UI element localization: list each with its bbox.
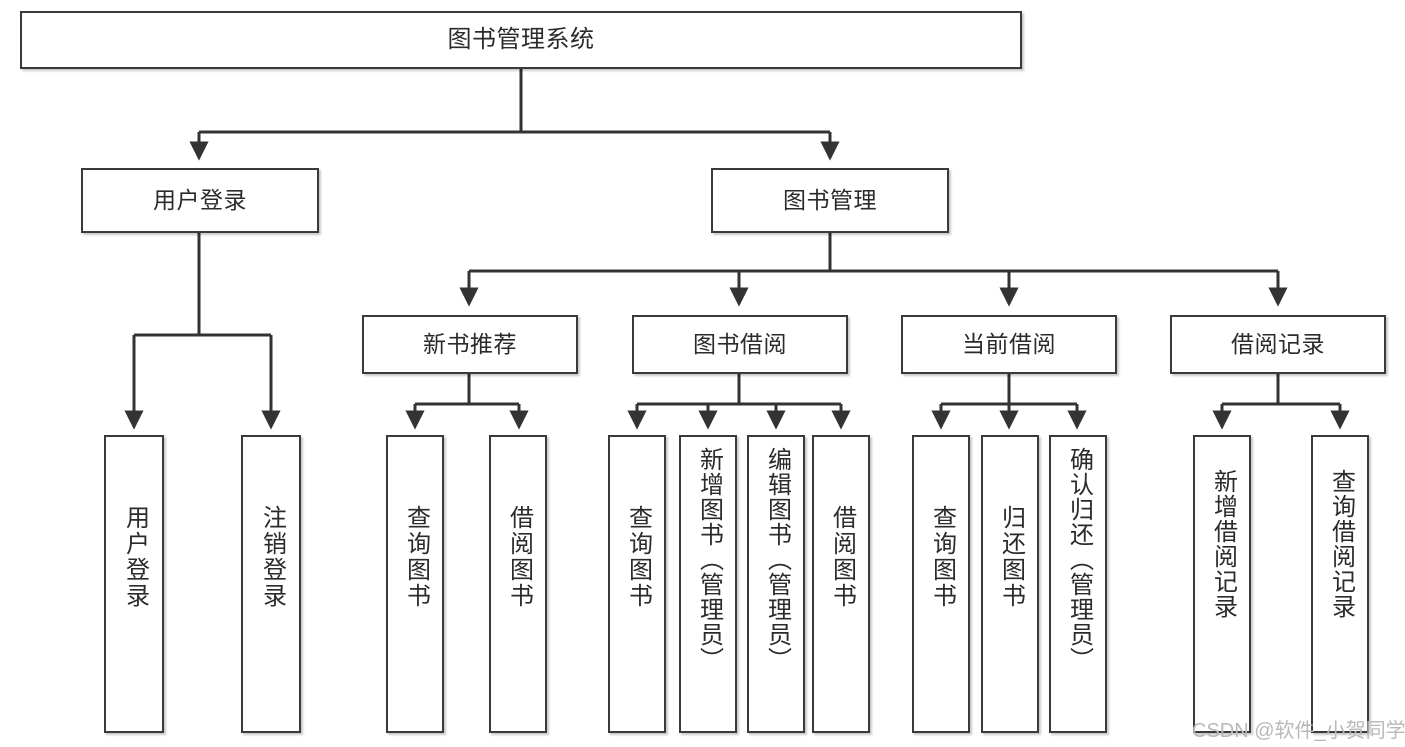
leaf-recommend-borrow-book[interactable]: 借阅图书 xyxy=(489,435,547,733)
node-label: 查询借阅记录 xyxy=(1327,469,1355,619)
leaf-edit-book-admin[interactable]: 编辑图书（管理员） xyxy=(747,435,805,733)
leaf-add-borrow-record[interactable]: 新增借阅记录 xyxy=(1193,435,1251,733)
node-book-borrow[interactable]: 图书借阅 xyxy=(632,315,848,374)
node-label: 查询图书 xyxy=(928,505,956,609)
node-user-login[interactable]: 用户登录 xyxy=(81,168,319,233)
node-label: 查询图书 xyxy=(402,505,430,609)
node-label: 用户登录 xyxy=(121,505,149,609)
leaf-user-login[interactable]: 用户登录 xyxy=(104,435,164,733)
node-label: 查询图书 xyxy=(624,505,652,609)
node-label: 借阅图书 xyxy=(505,505,533,609)
node-label: 图书管理 xyxy=(783,186,877,213)
leaf-recommend-query-book[interactable]: 查询图书 xyxy=(386,435,444,733)
leaf-borrow-book[interactable]: 借阅图书 xyxy=(812,435,870,733)
node-label: 确认归还（管理员） xyxy=(1065,447,1093,672)
node-label: 新增借阅记录 xyxy=(1209,469,1237,619)
leaf-current-query-book[interactable]: 查询图书 xyxy=(912,435,970,733)
node-label: 图书借阅 xyxy=(693,330,787,357)
node-label: 编辑图书（管理员） xyxy=(763,447,791,672)
node-current-borrow[interactable]: 当前借阅 xyxy=(901,315,1117,374)
leaf-confirm-return-admin[interactable]: 确认归还（管理员） xyxy=(1049,435,1107,733)
node-label: 新书推荐 xyxy=(423,330,517,357)
leaf-logout-login[interactable]: 注销登录 xyxy=(241,435,301,733)
leaf-add-book-admin[interactable]: 新增图书（管理员） xyxy=(679,435,737,733)
leaf-return-book[interactable]: 归还图书 xyxy=(981,435,1039,733)
node-label: 借阅图书 xyxy=(828,505,856,609)
node-label: 新增图书（管理员） xyxy=(695,447,723,672)
node-label: 注销登录 xyxy=(258,505,286,609)
node-label: 归还图书 xyxy=(997,505,1025,609)
node-label: 用户登录 xyxy=(153,186,247,213)
node-label: 当前借阅 xyxy=(962,330,1056,357)
watermark-csdn: CSDN @软件_小贺同学 xyxy=(1192,720,1405,742)
node-label: 图书管理系统 xyxy=(447,25,595,53)
node-borrow-record[interactable]: 借阅记录 xyxy=(1170,315,1386,374)
node-label: 借阅记录 xyxy=(1231,330,1325,357)
leaf-query-borrow-record[interactable]: 查询借阅记录 xyxy=(1311,435,1369,733)
node-book-management[interactable]: 图书管理 xyxy=(711,168,949,233)
leaf-borrow-query-book[interactable]: 查询图书 xyxy=(608,435,666,733)
node-new-book-recommend[interactable]: 新书推荐 xyxy=(362,315,578,374)
node-root-book-management-system[interactable]: 图书管理系统 xyxy=(20,11,1022,69)
